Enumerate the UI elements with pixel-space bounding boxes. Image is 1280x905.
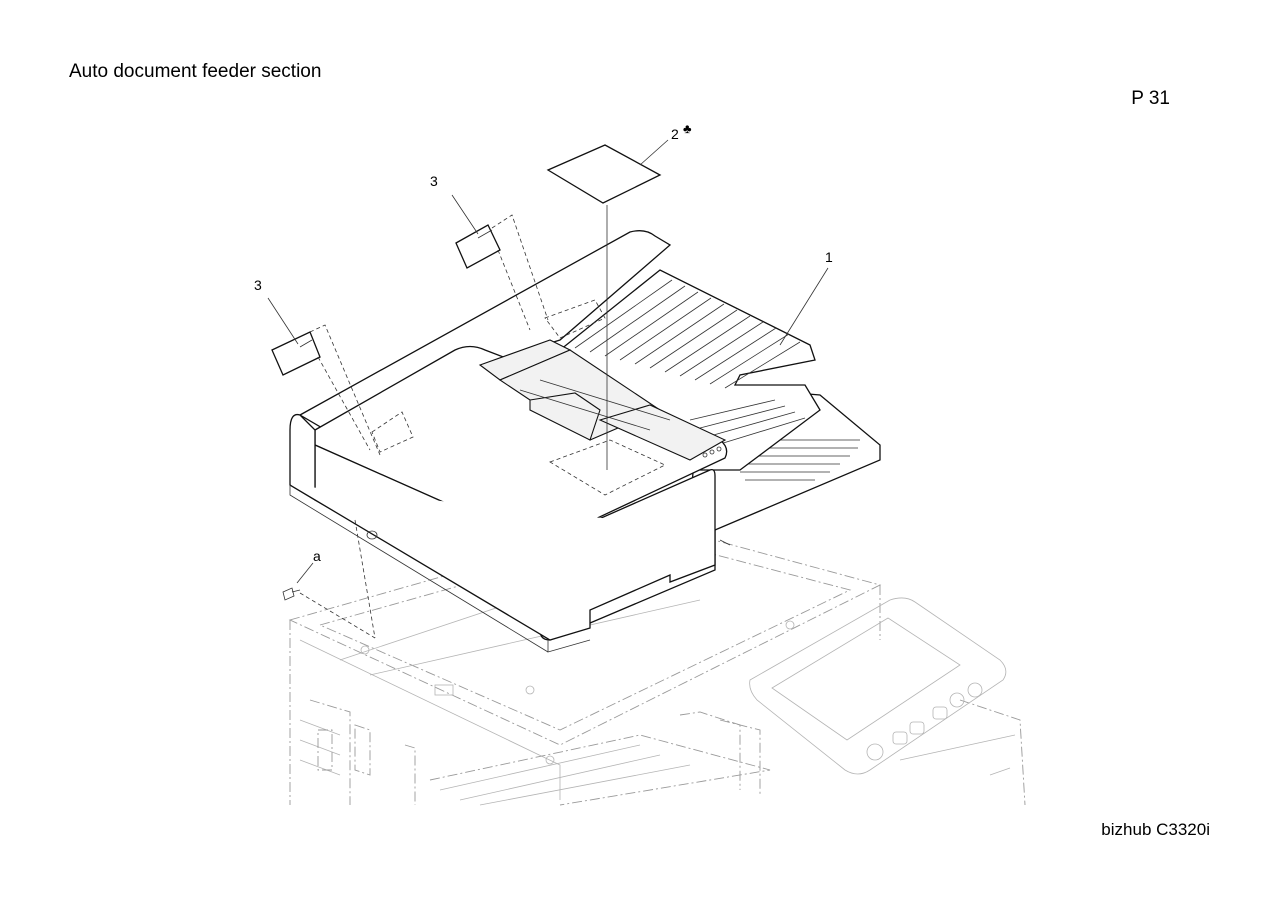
- callout-part-2: 2: [671, 126, 679, 142]
- section-title: Auto document feeder section: [69, 61, 322, 82]
- screw-part: [282, 519, 378, 639]
- callout-part-3-lower: 3: [254, 277, 262, 293]
- label-sheet-part: [546, 139, 669, 496]
- model-name: bizhub C3320i: [1101, 820, 1210, 839]
- adf-unit: [289, 230, 881, 653]
- small-label-upper-part: [451, 194, 606, 339]
- feed-tray-ribs: [574, 279, 806, 445]
- leader-line-part-1: [779, 267, 829, 346]
- callout-part-a: a: [313, 548, 321, 564]
- callout-part-3-upper: 3: [430, 173, 438, 189]
- control-panel-ghost: [749, 597, 1011, 776]
- page-number: P 31: [1131, 88, 1170, 109]
- small-label-lower-part: [267, 297, 414, 456]
- callout-part-1: 1: [825, 249, 833, 265]
- club-symbol-icon: ♣: [683, 121, 692, 136]
